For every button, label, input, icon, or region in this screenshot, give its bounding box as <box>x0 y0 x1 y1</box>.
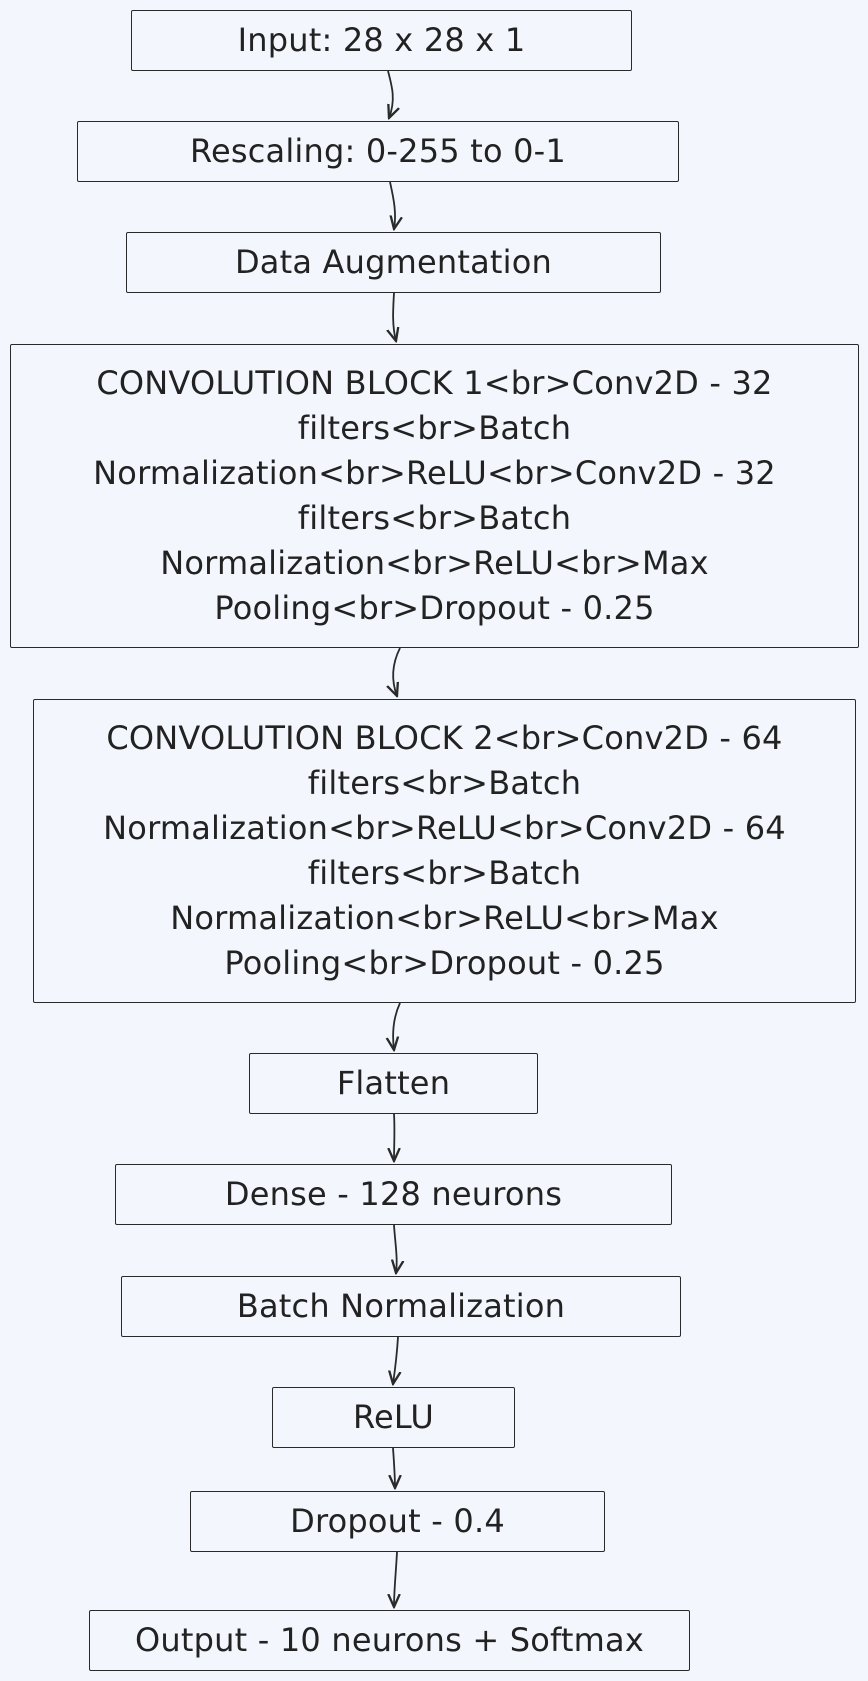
node-rescaling-label: Rescaling: 0-255 to 0-1 <box>189 132 566 170</box>
node-flatten-label: Flatten <box>336 1064 451 1102</box>
node-input: Input: 28 x 28 x 1 <box>131 10 632 71</box>
node-data-augmentation-label: Data Augmentation <box>234 243 553 281</box>
node-dense: Dense - 128 neurons <box>115 1164 672 1225</box>
node-output: Output - 10 neurons + Softmax <box>89 1610 690 1671</box>
node-relu-label: ReLU <box>353 1398 434 1436</box>
edge-conv-block-2-to-flatten <box>393 1002 401 1050</box>
node-relu: ReLU <box>272 1387 515 1448</box>
node-convolution-block-2: CONVOLUTION BLOCK 2<br>Conv2D - 64 filte… <box>33 699 856 1003</box>
edge-relu-to-dropout <box>393 1447 395 1488</box>
edge-conv-block-1-to-conv-block-2 <box>393 647 401 696</box>
node-batch-normalization: Batch Normalization <box>121 1276 681 1337</box>
edge-rescaling-to-augmentation <box>389 181 395 229</box>
edge-dropout-to-output <box>394 1551 397 1607</box>
node-batch-normalization-label: Batch Normalization <box>236 1287 566 1325</box>
edge-dense-to-batch-norm <box>394 1224 397 1273</box>
node-convolution-block-2-label: CONVOLUTION BLOCK 2<br>Conv2D - 64 filte… <box>103 719 786 982</box>
node-rescaling: Rescaling: 0-255 to 0-1 <box>77 121 679 182</box>
node-output-label: Output - 10 neurons + Softmax <box>135 1621 644 1659</box>
edge-batch-norm-to-relu <box>393 1336 398 1384</box>
node-dropout-label: Dropout - 0.4 <box>290 1502 505 1540</box>
edge-input-to-rescaling <box>387 70 393 118</box>
node-flatten: Flatten <box>249 1053 538 1114</box>
node-dense-label: Dense - 128 neurons <box>224 1175 563 1213</box>
node-dropout: Dropout - 0.4 <box>190 1491 605 1552</box>
edge-augmentation-to-conv-block-1 <box>393 292 396 341</box>
node-input-label: Input: 28 x 28 x 1 <box>237 21 526 59</box>
node-data-augmentation: Data Augmentation <box>126 232 661 293</box>
node-convolution-block-1-label: CONVOLUTION BLOCK 1<br>Conv2D - 32 filte… <box>93 364 776 627</box>
node-convolution-block-1: CONVOLUTION BLOCK 1<br>Conv2D - 32 filte… <box>10 344 859 648</box>
